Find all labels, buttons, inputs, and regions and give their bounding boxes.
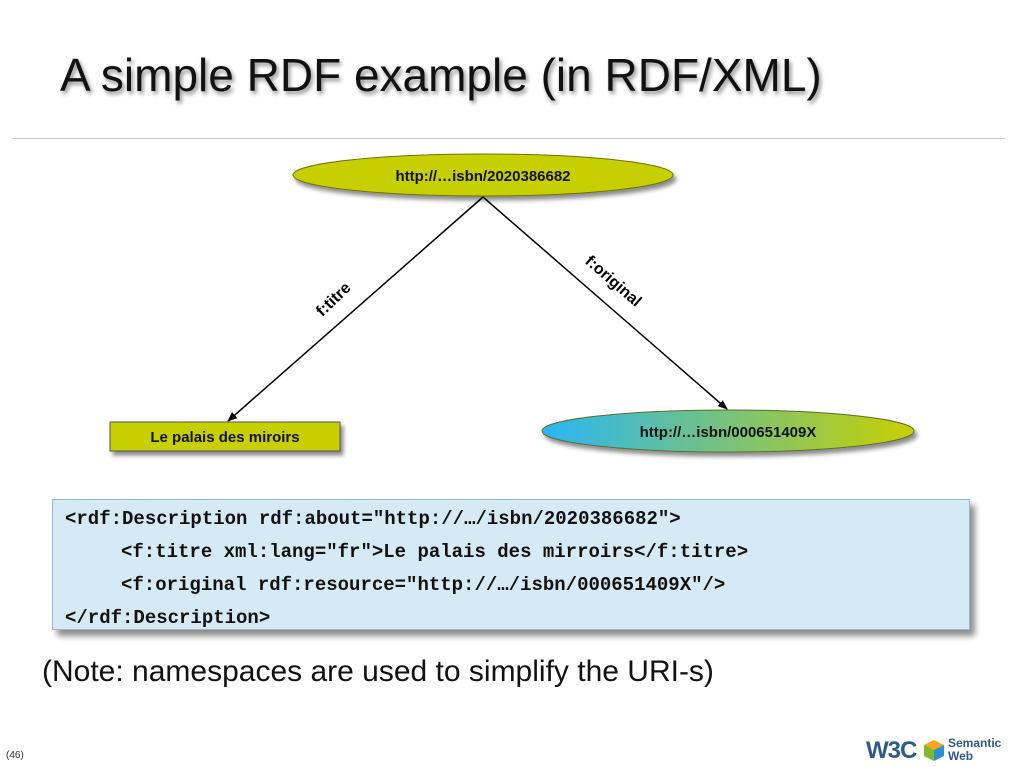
code-line: <f:original rdf:resource="http://…/isbn/…: [121, 574, 726, 596]
semantic-web-logo-text: Semantic Web: [948, 737, 1001, 763]
rdf-xml-code-block: <rdf:Description rdf:about="http://…/isb…: [52, 499, 970, 630]
semantic-web-cube-icon: [924, 740, 944, 761]
literal-node: Le palais des miroirs: [109, 421, 341, 452]
slide-title: A simple RDF example (in RDF/XML): [60, 49, 822, 101]
code-line: <rdf:Description rdf:about="http://…/isb…: [65, 508, 681, 530]
w3c-logo-text: W3C: [866, 737, 917, 764]
subject-node-label: http://…isbn/2020386682: [395, 168, 570, 185]
edge-label-original: f:original: [582, 253, 645, 311]
subject-node: http://…isbn/2020386682: [292, 153, 674, 197]
edge-titre-arrow: [227, 196, 484, 422]
footnote: (Note: namespaces are used to simplify t…: [42, 655, 714, 688]
logo-line-2: Web: [948, 749, 974, 763]
object-node-label: http://…isbn/000651409X: [640, 424, 817, 441]
object-node: http://…isbn/000651409X: [541, 409, 915, 453]
page-number: (46): [6, 750, 24, 761]
literal-node-label: Le palais des miroirs: [150, 429, 299, 446]
title-divider: [12, 138, 1005, 139]
edge-label-titre: f:titre: [313, 279, 354, 320]
edge-original-arrow: [482, 196, 728, 410]
logo-line-1: Semantic: [948, 736, 1002, 750]
code-line: </rdf:Description>: [65, 607, 271, 629]
w3c-semantic-web-logo: W3C Semantic Web: [866, 735, 1021, 765]
code-line: <f:titre xml:lang="fr">Le palais des mir…: [121, 541, 749, 563]
